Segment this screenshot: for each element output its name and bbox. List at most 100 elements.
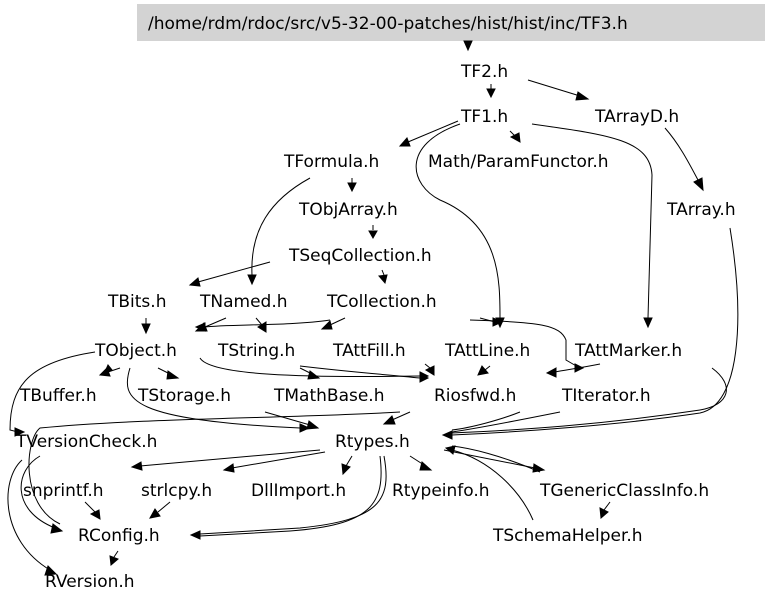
node-paramfunctor[interactable]: Math/ParamFunctor.h	[428, 152, 609, 172]
node-tarrayd[interactable]: TArrayD.h	[594, 107, 679, 127]
arrow-rtypes-snprintf	[130, 461, 143, 471]
edge-strlcpy-rconfig	[157, 501, 171, 513]
arrow-tcollection-tobject	[194, 322, 206, 332]
edge-rtypes-strlcpy	[231, 451, 326, 469]
arrow-strlcpy-rconfig	[149, 508, 161, 519]
arrow-rtypes-rtypeinfo	[419, 461, 433, 471]
arrow-rtypes-rconfig	[189, 530, 201, 540]
arrow-tf2-tarrayd	[575, 91, 590, 101]
node-tversioncheck[interactable]: TVersionCheck.h	[15, 432, 157, 452]
edge-tarray-rtypes	[451, 227, 739, 436]
edge-tversioncheck-rconfig	[20, 455, 56, 529]
edge-tobject-rtypes	[126, 367, 301, 429]
arrow-tf1-tattmarker	[643, 317, 653, 329]
node-rversion[interactable]: RVersion.h	[45, 572, 135, 592]
arrow-tarray-rtypes	[441, 430, 453, 440]
node-tf2[interactable]: TF2.h	[460, 62, 508, 82]
edge-tgenericclassinfo-tschemahelper	[603, 501, 611, 511]
node-tschemahelper[interactable]: TSchemaHelper.h	[492, 526, 643, 546]
node-tbuffer[interactable]: TBuffer.h	[19, 386, 97, 406]
node-rtypeinfo[interactable]: Rtypeinfo.h	[392, 481, 490, 501]
node-tarray[interactable]: TArray.h	[666, 200, 736, 220]
arrow-rtypes-tgenericclassinfo	[532, 463, 546, 473]
edge-tattmarker-rtypes	[451, 367, 727, 434]
node-tgenericclassinfo[interactable]: TGenericClassInfo.h	[539, 481, 709, 501]
node-titerator[interactable]: TIterator.h	[561, 386, 651, 406]
node-tobjarray[interactable]: TObjArray.h	[298, 200, 398, 220]
arrow-tf1-tformula	[398, 137, 411, 147]
edge-rtypes-tgenericclassinfo	[443, 449, 536, 469]
edge-tnamed-tstring	[255, 317, 263, 326]
node-rconfig[interactable]: RConfig.h	[78, 526, 160, 546]
arrow-rtypes-dllimport	[341, 463, 351, 476]
edge-rtypes-snprintf	[139, 449, 321, 467]
node-root-tf3[interactable]: /home/rdm/rdoc/src/v5-32-00-patches/hist…	[148, 14, 628, 34]
arrow-tmathbase-rtypes	[382, 415, 396, 425]
arrow-tobject-tstorage	[166, 370, 180, 380]
arrow-tarrayd-tarray	[693, 177, 704, 192]
edge-tformula-tbits	[197, 261, 271, 283]
node-tf1[interactable]: TF1.h	[460, 107, 508, 127]
arrow-tattfill-riosfwd	[424, 365, 435, 376]
edge-tattmarker-riosfwd	[554, 363, 601, 373]
node-tstring[interactable]: TString.h	[217, 341, 295, 361]
arrow-tobject-tversioncheck	[14, 427, 26, 437]
edge-tcollection-tstring	[329, 317, 346, 326]
node-tbits[interactable]: TBits.h	[107, 292, 166, 312]
edge-tf1-tattfill	[415, 123, 501, 319]
arrow-tcollection-connector	[492, 317, 504, 327]
node-tnamed[interactable]: TNamed.h	[199, 292, 288, 312]
node-tformula[interactable]: TFormula.h	[283, 152, 379, 172]
edge-rtypes-rconfig-2	[199, 455, 382, 537]
edge-tarrayd-tarray	[664, 127, 699, 181]
edge-rtypes-rconfig	[199, 455, 387, 535]
arrow-snprintf-rconfig	[89, 509, 101, 520]
arrow-tformula-tbits	[188, 277, 201, 287]
edge-tschemahelper-rtypes	[451, 449, 534, 521]
edge-tmathbase-rtypes	[391, 411, 411, 421]
edge-tmathbase-rconfig	[28, 411, 401, 525]
node-tattline[interactable]: TAttLine.h	[444, 341, 530, 361]
arrow-tschemahelper-rtypes	[444, 445, 456, 455]
edge-tf1-tformula	[407, 120, 459, 143]
arrow-tf1-paramfunctor	[509, 132, 521, 143]
edge-tformula-tnamed	[251, 177, 311, 276]
root-node-box	[137, 4, 765, 41]
edge-tseqcollection-tcollection	[381, 269, 385, 276]
node-tobject[interactable]: TObject.h	[94, 341, 177, 361]
edge-tgenericclassinfo-rtypes	[451, 445, 541, 473]
node-tseqcollection[interactable]: TSeqCollection.h	[288, 246, 432, 266]
node-tstorage[interactable]: TStorage.h	[137, 386, 231, 406]
edge-rconfig-rversion	[113, 550, 119, 558]
node-tattmarker[interactable]: TAttMarker.h	[574, 341, 682, 361]
arrow-rtypes-strlcpy	[222, 463, 235, 473]
node-dllimport[interactable]: DllImport.h	[251, 481, 346, 501]
arrow-tversioncheck-rconfig	[50, 523, 64, 534]
node-tmathbase[interactable]: TMathBase.h	[273, 386, 384, 406]
nodes: /home/rdm/rdoc/src/v5-32-00-patches/hist…	[15, 14, 736, 592]
node-snprintf[interactable]: snprintf.h	[23, 481, 104, 501]
arrow-tstorage-rtypes	[306, 420, 320, 430]
arrow-tbuffer-tobject	[102, 364, 113, 376]
arrow-tattline-riosfwd	[477, 365, 489, 376]
node-riosfwd[interactable]: Riosfwd.h	[434, 386, 516, 406]
arrow-tf2-tf1	[486, 88, 496, 99]
edges	[7, 40, 739, 576]
node-strlcpy[interactable]: strlcpy.h	[141, 481, 212, 501]
arrow-tversioncheck-rversion	[44, 565, 58, 576]
edge-tattfill-riosfwd	[424, 363, 431, 369]
edge-riosfwd-rtypes	[451, 411, 521, 431]
arrow-tformula-tobjarray	[347, 182, 357, 193]
node-tattfill[interactable]: TAttFill.h	[332, 341, 406, 361]
edge-tattline-riosfwd	[484, 365, 491, 371]
arrow-tcollection-tstring	[320, 320, 333, 330]
edge-tstring-riosfwd	[299, 365, 421, 379]
arrow-tseqcollection-tcollection	[378, 274, 388, 285]
node-rtypes[interactable]: Rtypes.h	[335, 432, 410, 452]
edge-tversioncheck-rversion	[7, 459, 51, 571]
edge-rtypes-dllimport	[345, 455, 353, 467]
arrow-tstring-riosfwd	[419, 373, 430, 383]
arrow-tf3-tf2	[463, 40, 473, 52]
node-tcollection[interactable]: TCollection.h	[326, 292, 437, 312]
